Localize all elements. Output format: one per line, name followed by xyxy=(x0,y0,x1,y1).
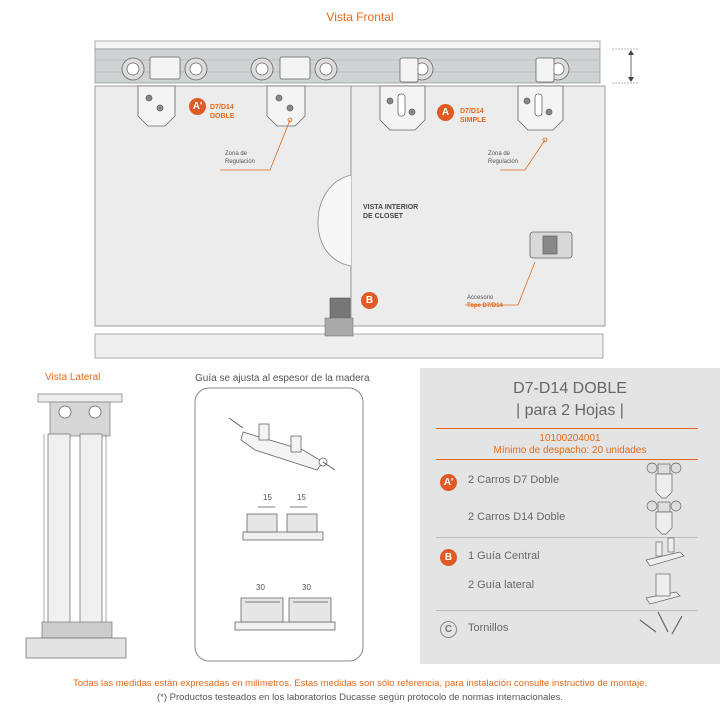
dim-30-left: 30 xyxy=(256,583,265,592)
product-subtitle: | para 2 Hojas | xyxy=(516,402,624,419)
part-icons xyxy=(639,462,685,635)
part-badge-c: C xyxy=(440,621,457,638)
part-screws: Tornillos xyxy=(468,622,509,634)
badge-b: B xyxy=(361,292,378,309)
label-a-prime-line2: DOBLE xyxy=(210,113,235,120)
footer-testing-note: (*) Productos testeados en los laborator… xyxy=(156,692,564,703)
zone-label-left: Zona de Regulación xyxy=(225,151,255,166)
badge-a-prime: A' xyxy=(189,98,206,115)
guide-view-diagram xyxy=(194,387,364,662)
part-badge-b: B xyxy=(440,549,457,566)
carriage-double-left-1 xyxy=(121,56,208,127)
side-view-diagram xyxy=(25,393,127,659)
label-a: D7/D14 SIMPLE xyxy=(460,107,486,125)
min-dispatch: Mínimo de despacho: 20 unidades xyxy=(493,445,647,456)
zone-right-line2: Regulación xyxy=(488,158,519,165)
screw-icon xyxy=(639,611,683,635)
front-view-diagram xyxy=(94,40,638,359)
zone-right-line1: Zona de xyxy=(488,151,511,157)
zone-left-line1: Zona de xyxy=(225,151,248,157)
part-central-guide: 1 Guía Central xyxy=(468,550,540,562)
part-d7-carriage: 2 Carros D7 Doble xyxy=(468,474,560,486)
accessory-line2: Tope D7/D14 xyxy=(467,302,503,309)
interior-view-label: VISTA INTERIOR DE CLOSET xyxy=(363,203,418,221)
code-divider xyxy=(436,459,698,460)
front-view-title: Vista Frontal xyxy=(326,10,394,24)
label-a-prime: D7/D14 DOBLE xyxy=(210,103,235,121)
label-a-line1: D7/D14 xyxy=(460,108,484,115)
lateral-guide-icon xyxy=(645,573,681,605)
guide-view-title: Guía se ajusta al espesor de la madera xyxy=(195,373,370,384)
label-a-prime-line1: D7/D14 xyxy=(210,104,234,111)
part-d14-carriage: 2 Carros D14 Doble xyxy=(468,511,566,523)
carriage-simple-right-1 xyxy=(379,57,434,131)
part-lateral-guide: 2 Guía lateral xyxy=(468,579,535,591)
carriage-double-left-2 xyxy=(250,56,338,127)
interior-line1: VISTA INTERIOR xyxy=(363,204,419,211)
dim-30-right: 30 xyxy=(302,583,311,592)
d7-carriage-icon xyxy=(646,462,682,499)
product-code: 10100204001 xyxy=(539,433,601,444)
d14-carriage-icon xyxy=(646,500,682,535)
part-badge-a-prime: A' xyxy=(440,474,457,491)
title-divider xyxy=(436,428,698,429)
label-a-line2: SIMPLE xyxy=(460,117,487,124)
footer-disclaimer: Todas las medidas están expresadas en mi… xyxy=(73,678,647,689)
badge-a: A xyxy=(437,104,454,121)
side-view-title: Vista Lateral xyxy=(45,372,101,383)
zone-label-right: Zona de Regulación xyxy=(488,151,518,166)
zone-left-line2: Regulación xyxy=(225,158,256,165)
dim-15-left: 15 xyxy=(263,493,272,502)
product-title: D7-D14 DOBLE xyxy=(513,380,627,397)
part-divider-2 xyxy=(436,610,698,611)
carriage-simple-right-2 xyxy=(517,57,570,131)
stopper-accessory xyxy=(529,231,573,259)
part-divider-1 xyxy=(436,537,698,538)
interior-line2: DE CLOSET xyxy=(363,213,404,220)
central-guide-icon xyxy=(645,537,685,567)
dim-15-right: 15 xyxy=(297,493,306,502)
accessory-label: Accesorio Tope D7/D14 xyxy=(467,295,503,310)
accessory-line1: Accesorio xyxy=(467,295,494,301)
